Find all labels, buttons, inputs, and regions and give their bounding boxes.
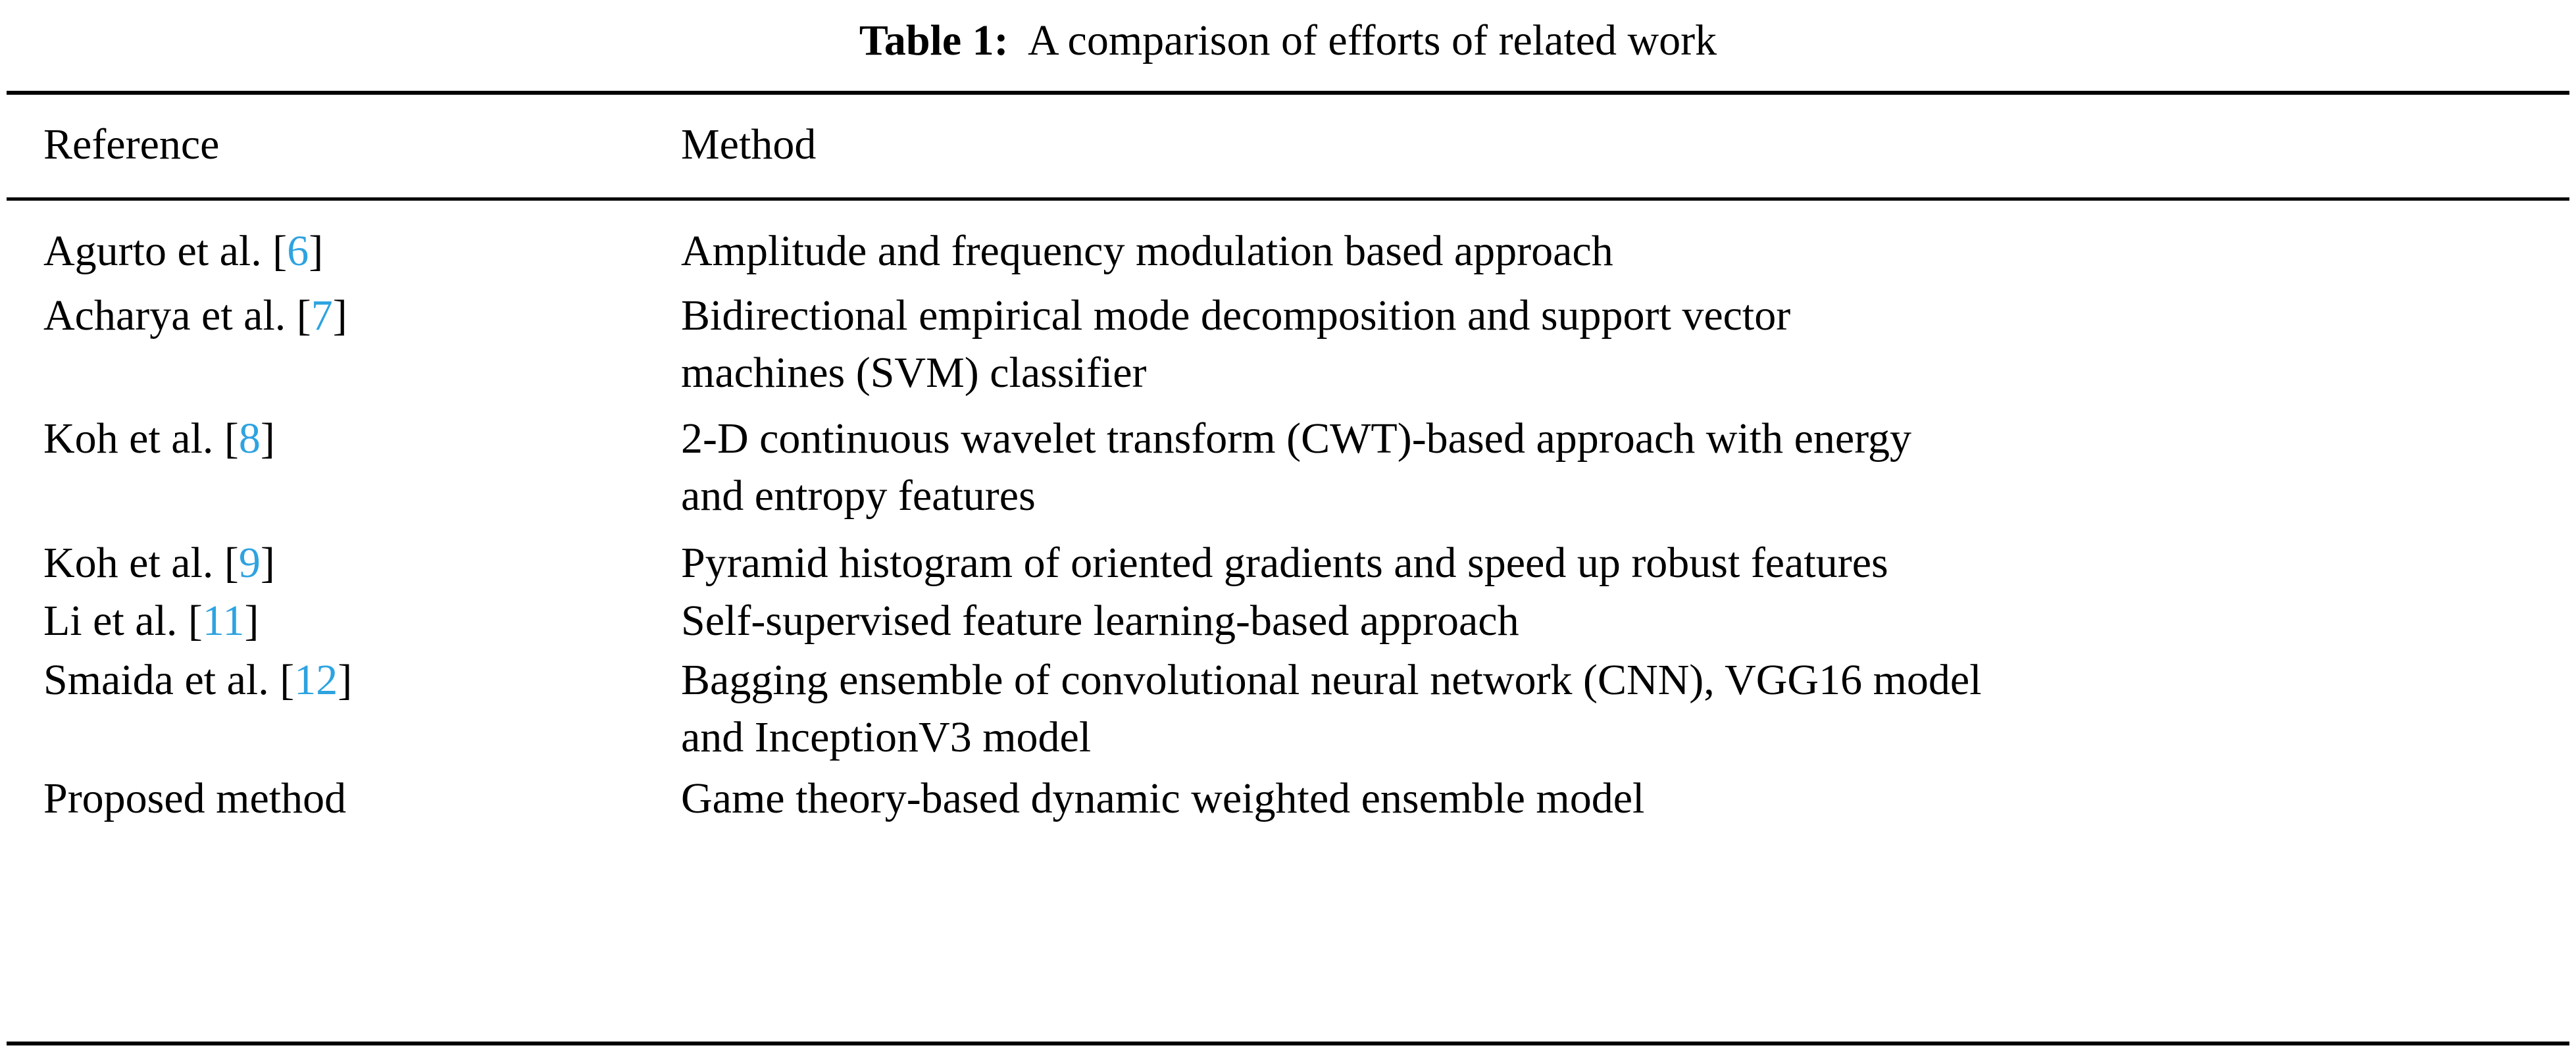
header-rule (7, 197, 2569, 201)
table-row-reference: Agurto et al. [6] (43, 222, 323, 280)
citation-link[interactable]: 11 (202, 597, 245, 645)
table-row-reference: Koh et al. [8] (43, 410, 275, 468)
citation-link[interactable]: 8 (238, 415, 261, 463)
citation-link[interactable]: 12 (294, 656, 338, 704)
bracket-close: ] (260, 415, 275, 463)
bracket-close: ] (309, 227, 324, 275)
reference-author: Koh et al. [ (43, 539, 239, 587)
bracket-close: ] (332, 291, 347, 339)
table-caption: Table 1: A comparison of efforts of rela… (0, 12, 2576, 70)
bottom-rule (7, 1042, 2569, 1045)
table-row-reference: Li et al. [11] (43, 592, 259, 650)
bracket-close: ] (244, 597, 259, 645)
table-row-method: Bidirectional empirical mode decompositi… (681, 291, 1791, 339)
reference-author: Li et al. [ (43, 597, 203, 645)
table-row-method: 2-D continuous wavelet transform (CWT)-b… (681, 415, 1912, 463)
table-row-method-continued: and InceptionV3 model (681, 713, 1092, 761)
citation-link[interactable]: 6 (287, 227, 309, 275)
caption-label: Table 1: (859, 16, 1009, 64)
table-row-method: Pyramid histogram of oriented gradients … (681, 539, 1888, 587)
reference-author: Acharya et al. [ (43, 291, 311, 339)
reference-author: Agurto et al. [ (43, 227, 288, 275)
bracket-close: ] (260, 539, 275, 587)
header-reference: Reference (43, 120, 220, 168)
table-row-method-continued: machines (SVM) classifier (681, 349, 1147, 397)
table-row-method: Game theory-based dynamic weighted ensem… (681, 774, 1645, 822)
table-row-method: Self-supervised feature learning-based a… (681, 597, 1519, 645)
table-row-method-continued: and entropy features (681, 472, 1036, 520)
caption-text: A comparison of efforts of related work (1028, 16, 1717, 64)
header-method: Method (681, 120, 817, 168)
table-row-reference: Proposed method (43, 770, 346, 828)
bracket-close: ] (338, 656, 353, 704)
table-row-method: Bagging ensemble of convolutional neural… (681, 656, 1982, 704)
table-row-reference: Smaida et al. [12] (43, 651, 352, 709)
reference-author: Proposed method (43, 774, 347, 822)
table-row-method: Amplitude and frequency modulation based… (681, 227, 1613, 275)
citation-link[interactable]: 7 (311, 291, 333, 339)
top-rule (7, 91, 2569, 95)
reference-author: Smaida et al. [ (43, 656, 295, 704)
table-row-reference: Koh et al. [9] (43, 534, 275, 592)
reference-author: Koh et al. [ (43, 415, 239, 463)
citation-link[interactable]: 9 (238, 539, 261, 587)
table-row-reference: Acharya et al. [7] (43, 287, 347, 345)
